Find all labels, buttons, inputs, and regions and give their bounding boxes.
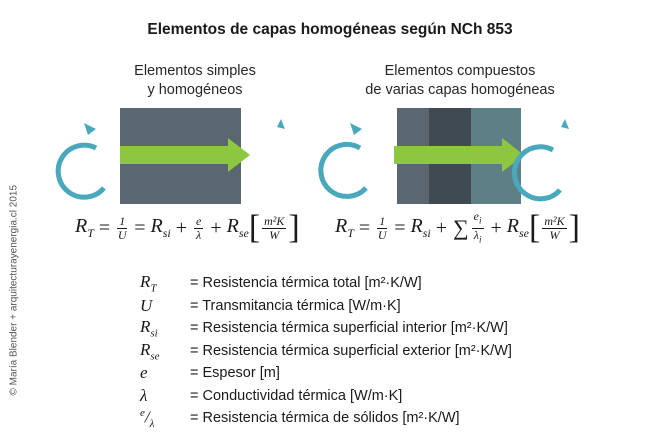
arrowhead-icon xyxy=(350,123,362,135)
legend-symbol: λ xyxy=(140,385,148,405)
left-panel-label: Elementos simples y homogéneos xyxy=(95,62,295,100)
single-layer-wall xyxy=(120,108,250,204)
arrowhead-icon xyxy=(84,123,96,135)
legend-row: Rse = Resistencia térmica superficial ex… xyxy=(140,340,512,363)
legend-text: = Resistencia térmica superficial interi… xyxy=(190,320,508,337)
multi-layer-wall xyxy=(394,108,524,204)
legend-text: = Espesor [m] xyxy=(190,365,280,382)
legend-symbol: RT xyxy=(140,272,157,295)
left-label-line2: y homogéneos xyxy=(147,82,243,98)
surface-convection-left-icon xyxy=(55,142,106,200)
legend-text: = Conductividad térmica [W/m·K] xyxy=(190,387,403,404)
heat-flow-arrow-head xyxy=(502,138,524,172)
heat-flow-arrow-shaft xyxy=(120,146,228,164)
diagram-title: Elementos de capas homogéneas según NCh … xyxy=(147,21,513,38)
heat-flow-arrow-shaft xyxy=(394,146,502,164)
left-label-line1: Elementos simples xyxy=(134,63,256,79)
right-label-line1: Elementos compuestos xyxy=(384,63,536,79)
legend-text: = Resistencia térmica total [m²·K/W] xyxy=(190,275,422,292)
legend-symbol: e/λ xyxy=(140,406,155,430)
legend-symbol: Rsi xyxy=(140,317,158,340)
right-label-line2: de varias capas homogéneas xyxy=(365,82,555,98)
legend-row: U = Transmitancia térmica [W/m·K] xyxy=(140,295,512,318)
surface-convection-left-icon xyxy=(318,141,368,199)
legend-symbol: Rse xyxy=(140,339,160,362)
legend-row: e = Espesor [m] xyxy=(140,362,512,385)
right-panel-label: Elementos compuestos de varias capas hom… xyxy=(340,62,580,100)
arrowhead-icon xyxy=(561,119,569,129)
symbol-legend: RT = Resistencia térmica total [m²·K/W] … xyxy=(140,272,512,430)
legend-row: RT = Resistencia térmica total [m²·K/W] xyxy=(140,272,512,295)
legend-text: = Resistencia térmica superficial exteri… xyxy=(190,342,512,359)
legend-row: Rsi = Resistencia térmica superficial in… xyxy=(140,317,512,340)
heat-flow-arrow-head xyxy=(228,138,250,172)
legend-symbol: e xyxy=(140,363,148,383)
legend-row: λ = Conductividad térmica [W/m·K] xyxy=(140,385,512,408)
legend-symbol: U xyxy=(140,295,153,315)
arrowhead-icon xyxy=(277,119,285,129)
legend-row: e/λ = Resistencia térmica de sólidos [m²… xyxy=(140,407,512,430)
legend-text: = Transmitancia térmica [W/m·K] xyxy=(190,297,401,314)
legend-text: = Resistencia térmica de sólidos [m²·K/W… xyxy=(190,410,460,427)
surface-convection-right-icon xyxy=(512,144,562,202)
